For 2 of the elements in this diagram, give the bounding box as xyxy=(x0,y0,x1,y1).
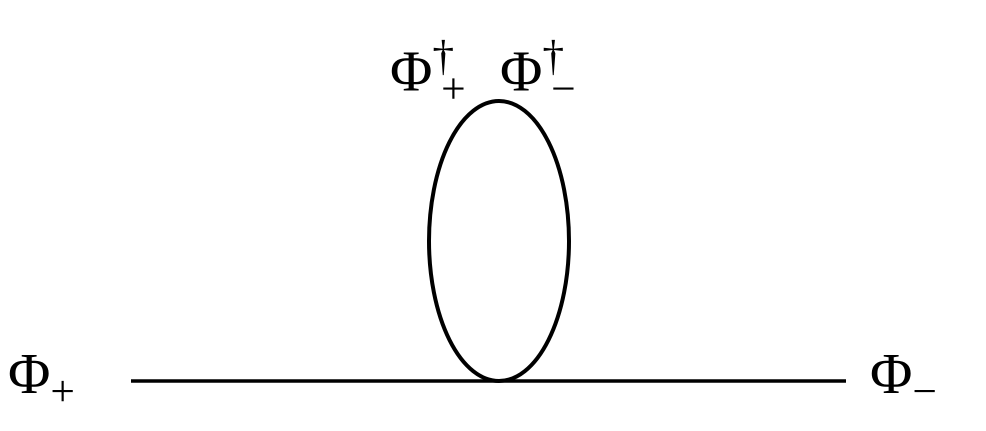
field-label: Φ$_{−}$ xyxy=(870,345,937,414)
field-label: Φ$_{+}$ xyxy=(8,345,75,414)
